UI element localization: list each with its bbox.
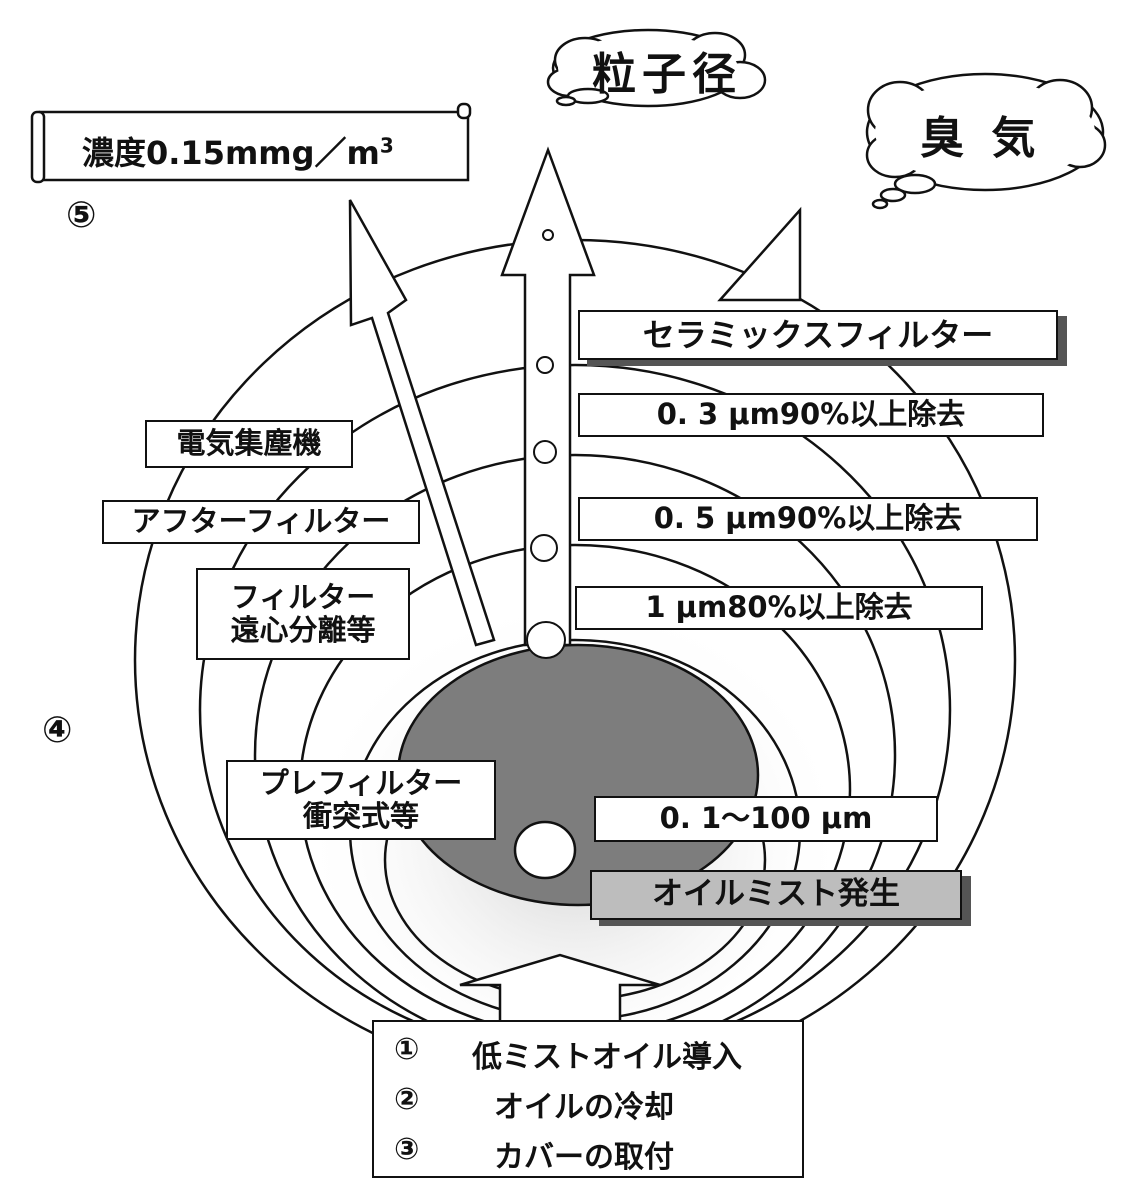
bubble-5 (526, 621, 566, 659)
particle-range-label: 0. 1～100 μm (594, 796, 938, 842)
filter-centrifugal-label: フィルター 遠心分離等 (196, 568, 410, 660)
filter-line-1: フィルター (230, 579, 376, 614)
particle-size-cloud (546, 28, 767, 108)
input-text-1: 低ミストオイル導入 (472, 1040, 742, 1075)
removal-1um-label: 1 μm80%以上除去 (575, 586, 983, 630)
oil-mist-source-label: オイルミスト発生 (590, 870, 962, 920)
bubble-2 (536, 356, 554, 374)
step-4-marker: ④ (42, 710, 73, 751)
concentration-text: 濃度0.15mmg／m (82, 134, 380, 172)
input-text-2: オイルの冷却 (494, 1090, 674, 1125)
bubble-1 (542, 229, 554, 241)
bubble-4 (530, 534, 558, 562)
input-measures-box: ① 低ミストオイル導入 ② オイルの冷却 ③ カバーの取付 (372, 1020, 804, 1178)
prefilter-line-1: プレフィルター (259, 765, 463, 800)
particle-arrow (500, 146, 596, 647)
odor-cloud (865, 72, 1107, 210)
particle-size-label: 粒子径 (592, 49, 742, 100)
input-number-3: ③ (394, 1132, 420, 1167)
input-item-1: ① 低ミストオイル導入 (394, 1032, 742, 1076)
electrostatic-precipitator-label: 電気集塵機 (145, 420, 353, 468)
input-arrow (459, 953, 661, 1024)
input-number-2: ② (394, 1082, 420, 1117)
removal-0-5um-label: 0. 5 μm90%以上除去 (578, 497, 1038, 541)
input-item-2: ② オイルの冷却 (394, 1082, 674, 1126)
bubble-6 (513, 820, 577, 880)
removal-0-3um-label: 0. 3 μm90%以上除去 (578, 393, 1044, 437)
input-item-3: ③ カバーの取付 (394, 1132, 674, 1176)
prefilter-label: プレフィルター 衝突式等 (226, 760, 496, 840)
odor-label: 臭 気 (920, 113, 1042, 164)
ceramic-filter-label: セラミックスフィルター (578, 310, 1058, 360)
odor-arrow (717, 206, 802, 302)
filter-line-2: 遠心分離等 (230, 613, 376, 647)
input-number-1: ① (394, 1032, 420, 1067)
step-5-marker: ⑤ (66, 195, 97, 236)
after-filter-label: アフターフィルター (102, 500, 420, 544)
bubble-3 (533, 440, 557, 464)
concentration-exponent: 3 (379, 133, 394, 158)
electrostatic-arrow (348, 199, 496, 647)
input-text-3: カバーの取付 (494, 1140, 674, 1175)
concentration-scroll (30, 102, 472, 184)
concentration-label: 濃度0.15mmg／m3 (82, 128, 394, 174)
prefilter-line-2: 衝突式等 (302, 799, 419, 833)
